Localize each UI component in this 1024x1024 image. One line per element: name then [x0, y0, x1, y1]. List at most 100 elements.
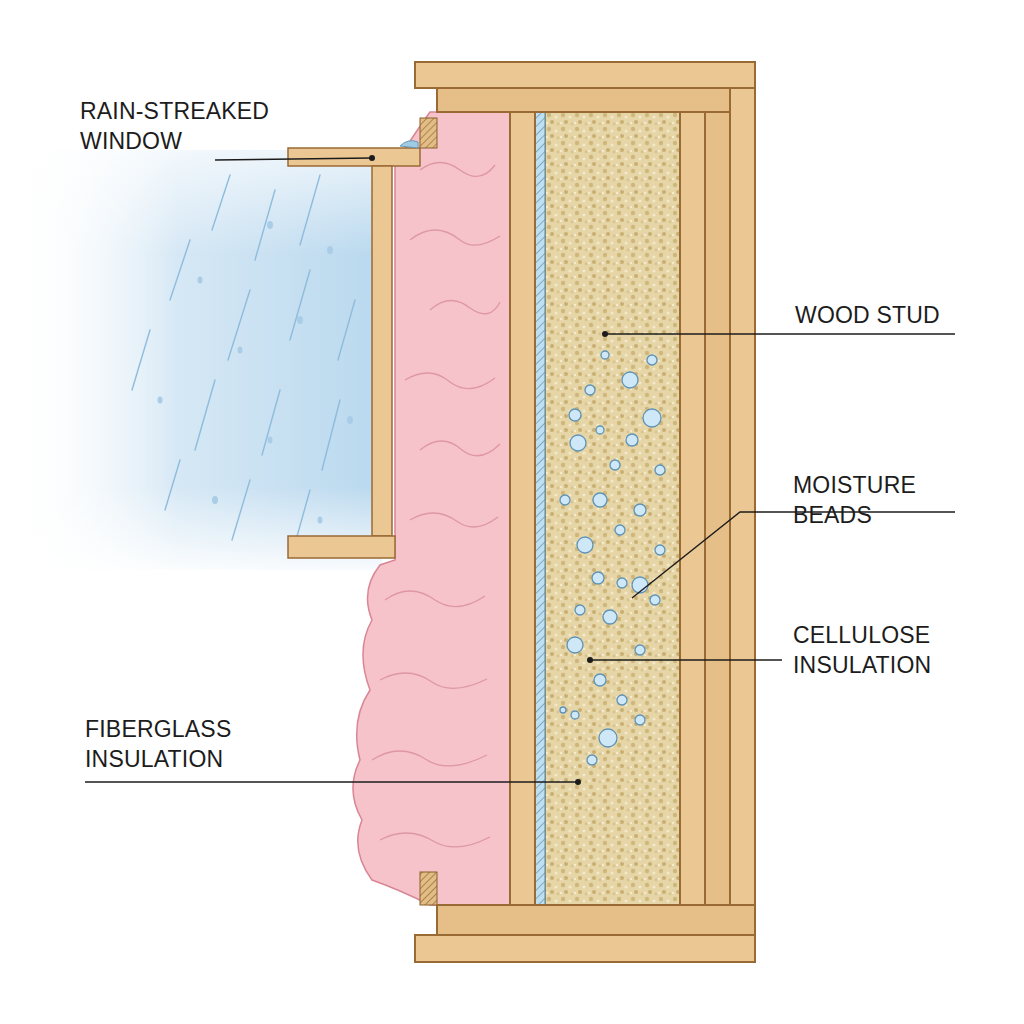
- rain-drop: [267, 221, 273, 229]
- moisture-bead: [571, 711, 579, 719]
- rain-drop: [347, 416, 353, 424]
- rain-streak: [322, 400, 340, 470]
- callout-label: CELLULOSE INSULATION: [793, 620, 983, 680]
- window-sill: [288, 536, 395, 558]
- moisture-bead: [655, 545, 665, 555]
- moisture-bead: [643, 409, 661, 427]
- moisture-bead: [570, 435, 586, 451]
- fiber-curl: [385, 591, 485, 607]
- cellulose-fill: [545, 112, 680, 905]
- leader-dot: [575, 779, 581, 785]
- window-glass: [10, 150, 382, 570]
- moisture-bead: [617, 578, 627, 588]
- fiber-curl: [410, 230, 500, 245]
- leader-line: [215, 158, 372, 160]
- fiberglass-texture: [372, 163, 500, 847]
- moisture-bead: [626, 434, 638, 446]
- moisture-beads: [560, 351, 665, 765]
- callout-label: MOISTURE BEADS: [793, 470, 953, 530]
- moisture-bead: [592, 572, 604, 584]
- leader-dot: [369, 155, 375, 161]
- rain-drop: [212, 496, 218, 504]
- fiber-curl: [430, 300, 500, 313]
- moisture-bead: [634, 504, 646, 516]
- fiber-curl: [420, 163, 495, 177]
- bottom-plate: [437, 905, 755, 935]
- fiber-curl: [380, 673, 487, 688]
- moisture-bead: [575, 605, 585, 615]
- wood-stud: [705, 112, 730, 905]
- leader-lines: [85, 158, 955, 782]
- moisture-bead: [585, 385, 595, 395]
- moisture-bead: [596, 426, 604, 434]
- leader-dot: [587, 657, 593, 663]
- rain-streak: [262, 390, 280, 455]
- leader-dot: [602, 331, 608, 337]
- moisture-bead: [647, 355, 657, 365]
- fiber-curl: [405, 373, 495, 389]
- moisture-bead: [603, 610, 617, 624]
- rain-drop: [327, 246, 333, 254]
- fiber-curl: [420, 441, 500, 456]
- moisture-bead: [650, 595, 660, 605]
- fiber-curl: [372, 751, 487, 766]
- callout-label: RAIN-STREAKED WINDOW: [80, 96, 295, 156]
- moisture-bead: [594, 674, 606, 686]
- moisture-bead: [617, 695, 627, 705]
- moisture-bead: [655, 465, 665, 475]
- moisture-bead: [635, 715, 645, 725]
- rain-streak: [290, 270, 310, 340]
- moisture-bead: [599, 729, 617, 747]
- blocking: [420, 872, 437, 905]
- vapor-barrier: [535, 112, 545, 905]
- fiber-curl: [410, 513, 498, 527]
- callout-label: WOOD STUD: [795, 300, 995, 330]
- window-jamb: [372, 166, 392, 536]
- moisture-bead: [567, 637, 583, 653]
- rain-drop: [158, 397, 163, 404]
- water-drip: [400, 141, 418, 148]
- rain-streak: [165, 460, 180, 510]
- rain-drop: [297, 316, 303, 324]
- rain-streak: [170, 240, 190, 300]
- rain-streak: [232, 480, 250, 540]
- glass-fade: [10, 150, 382, 570]
- window-head: [288, 148, 420, 166]
- rain-drop: [198, 277, 203, 284]
- moisture-bead: [569, 409, 581, 421]
- moisture-bead: [587, 755, 597, 765]
- rain-drop: [238, 347, 243, 354]
- fiber-curl: [380, 833, 490, 847]
- rain-streak: [132, 330, 150, 390]
- moisture-bead: [577, 537, 593, 553]
- moisture-bead: [560, 495, 570, 505]
- rain-streaks: [132, 175, 355, 540]
- top-plate: [415, 62, 755, 88]
- rain-streak: [195, 380, 215, 450]
- wood-stud: [510, 112, 535, 905]
- rain-streak: [212, 175, 230, 230]
- leader-line: [590, 659, 782, 660]
- rain-streak: [300, 175, 320, 245]
- moisture-bead: [610, 460, 620, 470]
- wood-stud: [680, 112, 705, 905]
- rain-streak: [228, 290, 250, 360]
- leader-line: [605, 333, 955, 334]
- moisture-bead: [601, 351, 609, 359]
- top-plate: [437, 88, 755, 112]
- fiberglass-batt: [353, 112, 510, 905]
- bottom-plate: [415, 935, 755, 962]
- rain-drop: [268, 437, 273, 444]
- blocking: [420, 118, 437, 148]
- rain-drops: [158, 221, 354, 524]
- leader-line: [85, 781, 578, 782]
- rain-drop: [318, 517, 323, 524]
- moisture-bead: [635, 645, 645, 655]
- rain-streak: [296, 490, 310, 540]
- moisture-bead: [622, 372, 638, 388]
- rain-streak: [255, 190, 275, 260]
- moisture-bead: [615, 525, 625, 535]
- leader-dots: [369, 155, 608, 785]
